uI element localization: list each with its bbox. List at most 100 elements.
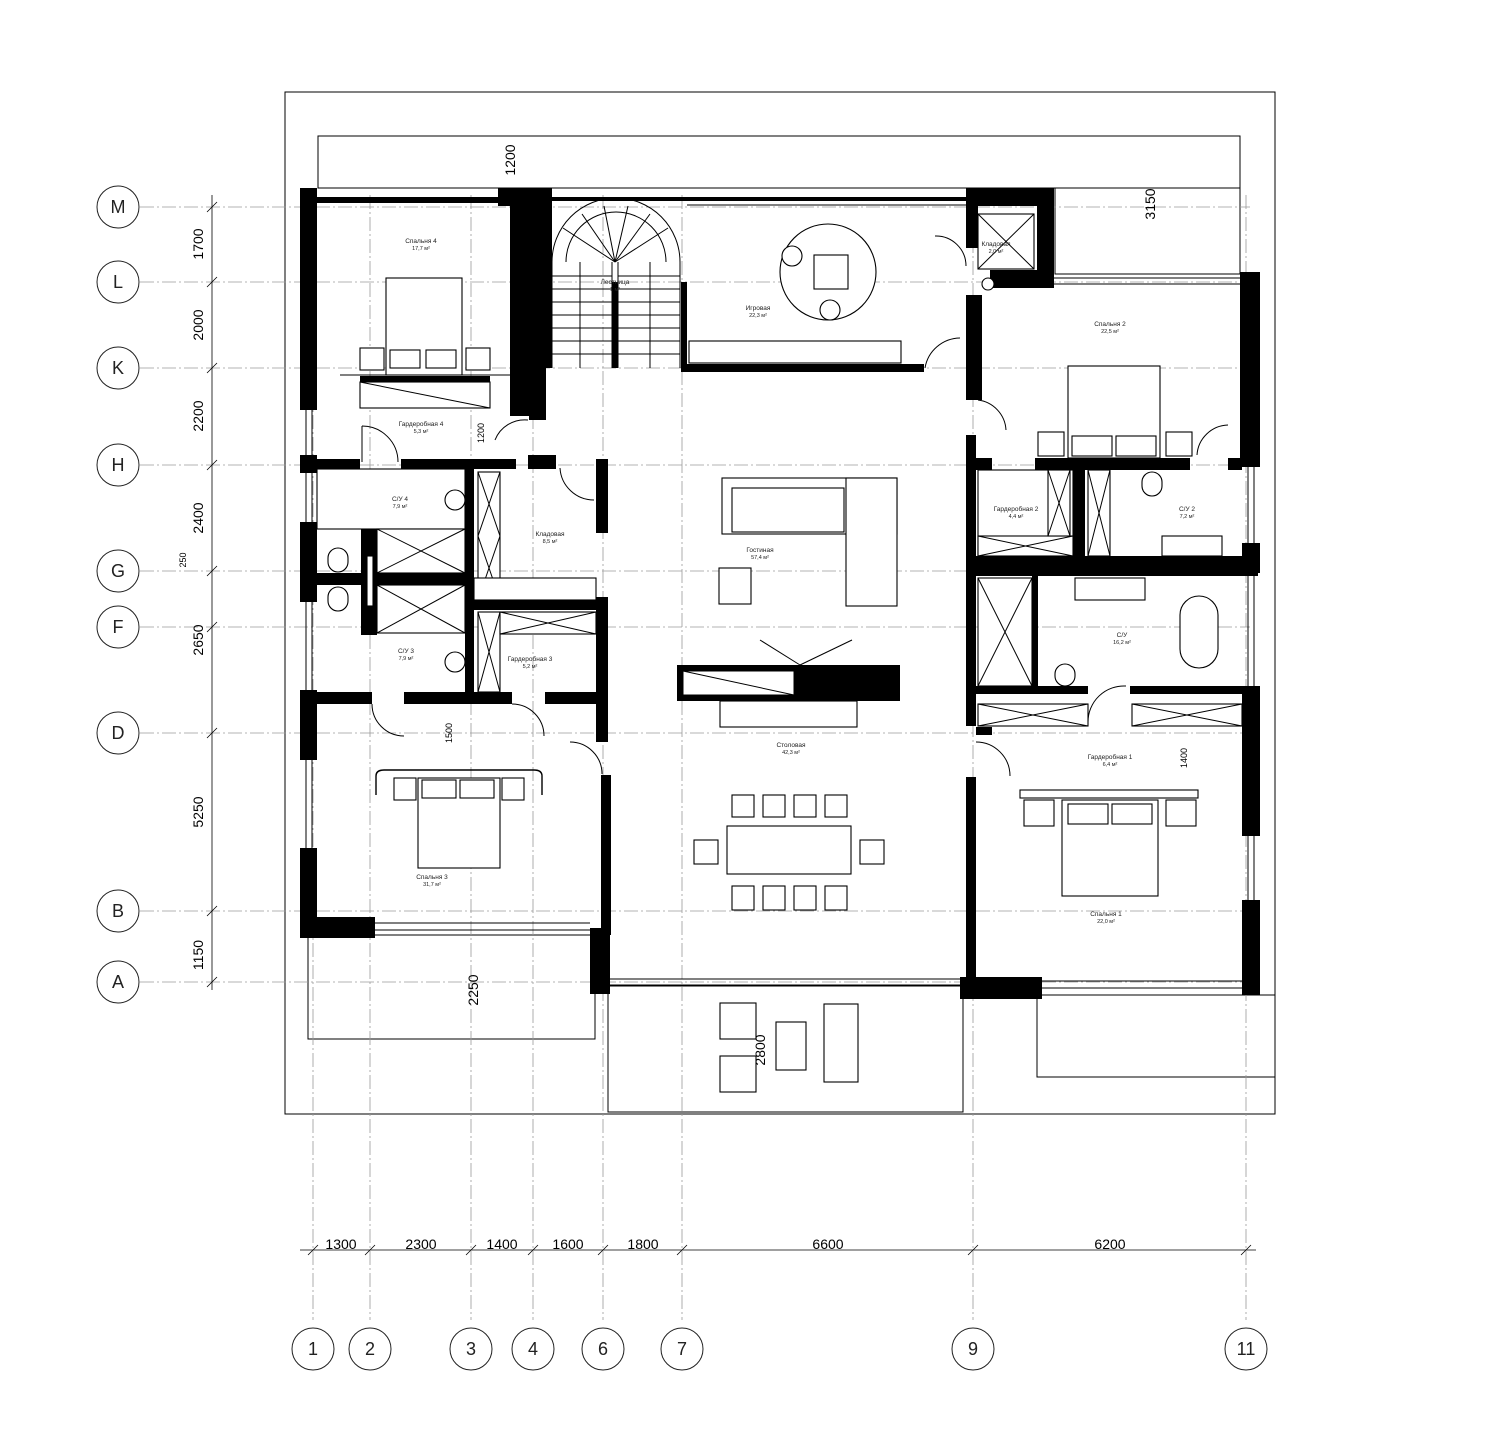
room-area: 7,9 м² — [399, 656, 414, 662]
room-area: 7,2 м² — [1180, 514, 1195, 520]
room-area: 42,3 м² — [782, 750, 800, 756]
room-name: Столовая — [776, 742, 806, 749]
room-area: 8,5 м² — [543, 539, 558, 545]
dimension-label: 6600 — [812, 1236, 843, 1252]
staircase — [551, 197, 681, 368]
dimension-label: 1400 — [1179, 748, 1189, 768]
room-name: Гардеробная 4 — [399, 420, 444, 428]
row-marker-label: D — [112, 723, 125, 743]
row-marker-label: M — [111, 197, 126, 217]
room-label: Спальня 331,7 м² — [416, 874, 448, 888]
room-label: Гардеробная 45,3 м² — [399, 420, 444, 435]
dimension-label: 2400 — [190, 502, 206, 533]
column-marker-label: 9 — [968, 1339, 978, 1359]
row-marker: L — [96, 260, 140, 304]
column-marker-label: 4 — [528, 1339, 538, 1359]
room-area: 7,9 м² — [393, 504, 408, 510]
row-marker: H — [96, 443, 140, 487]
row-marker-label: F — [113, 617, 124, 637]
column-marker: 2 — [348, 1327, 392, 1371]
column-marker: 9 — [951, 1327, 995, 1371]
room-name: Спальня 1 — [1090, 911, 1122, 918]
dimension-label: 1700 — [190, 228, 206, 259]
room-label: Спальня 417,7 м² — [405, 238, 437, 252]
row-marker: F — [96, 605, 140, 649]
dimension-label: 2000 — [190, 309, 206, 340]
room-label: С/У 37,9 м² — [398, 648, 414, 662]
room-label: С/У 47,9 м² — [392, 496, 408, 510]
dimension-label: 1150 — [190, 940, 206, 970]
row-marker-label: L — [113, 272, 123, 292]
room-area: 1 м² — [610, 287, 620, 293]
room-name: Гостиная — [746, 547, 774, 554]
row-marker-label: A — [112, 972, 124, 992]
column-marker: 11 — [1224, 1327, 1268, 1371]
room-label: Спальня 122,0 м² — [1090, 911, 1122, 925]
room-name: Спальня 4 — [405, 238, 437, 245]
row-marker: B — [96, 889, 140, 933]
room-name: Гардеробная 3 — [508, 655, 553, 663]
dimension-label: 3150 — [1142, 188, 1158, 219]
row-marker-label: G — [111, 561, 125, 581]
dimension-label: 2300 — [405, 1236, 436, 1252]
column-marker: 4 — [511, 1327, 555, 1371]
dimension-label: 250 — [178, 552, 188, 567]
column-marker: 7 — [660, 1327, 704, 1371]
room-label: Гардеробная 16,4 м² — [1088, 753, 1133, 768]
room-name: Спальня 2 — [1094, 321, 1126, 328]
dimension-label: 2200 — [190, 400, 206, 431]
room-name: Спальня 3 — [416, 874, 448, 881]
room-area: 5,2 м² — [523, 664, 538, 670]
room-label: Гардеробная 35,2 м² — [508, 655, 553, 670]
room-area: 16,2 м² — [1113, 640, 1131, 646]
room-label: Гардеробная 24,4 м² — [994, 505, 1039, 520]
dimension-label: 1500 — [444, 723, 454, 743]
dimension-label: 1300 — [325, 1236, 356, 1252]
dimension-label: 1800 — [627, 1236, 658, 1252]
room-area: 4,4 м² — [1009, 514, 1024, 520]
column-marker: 6 — [581, 1327, 625, 1371]
room-area: 22,5 м² — [1101, 329, 1119, 335]
room-area: 22,3 м² — [749, 313, 767, 319]
room-name: Игровая — [746, 305, 771, 312]
row-marker-label: B — [112, 901, 124, 921]
furniture — [316, 213, 1243, 1093]
room-name: С/У 2 — [1179, 506, 1195, 513]
room-label: Спальня 222,5 м² — [1094, 321, 1126, 335]
room-name: С/У — [1117, 632, 1129, 639]
dimension-label: 5250 — [190, 796, 206, 827]
room-area: 31,7 м² — [423, 882, 441, 888]
room-area: 5,3 м² — [414, 429, 429, 435]
column-marker-label: 3 — [466, 1339, 476, 1359]
room-name: С/У 4 — [392, 496, 408, 503]
column-marker-label: 2 — [365, 1339, 375, 1359]
room-label: С/У 27,2 м² — [1179, 506, 1195, 520]
column-marker: 3 — [449, 1327, 493, 1371]
room-area: 2,0 м² — [989, 249, 1004, 255]
room-name: Лестница — [601, 279, 630, 286]
row-marker-label: H — [112, 455, 125, 475]
room-label: С/У16,2 м² — [1113, 632, 1131, 646]
dimension-label: 1400 — [486, 1236, 517, 1252]
column-marker-label: 1 — [308, 1339, 318, 1359]
room-name: С/У 3 — [398, 648, 414, 655]
column-marker: 1 — [291, 1327, 335, 1371]
dimension-label: 1200 — [476, 423, 486, 443]
column-marker-label: 7 — [677, 1339, 687, 1359]
dimension-label: 6200 — [1094, 1236, 1125, 1252]
room-name: Кладовая — [981, 241, 1011, 248]
row-marker: M — [96, 185, 140, 229]
column-marker-label: 6 — [598, 1339, 608, 1359]
row-marker-label: K — [112, 358, 124, 378]
